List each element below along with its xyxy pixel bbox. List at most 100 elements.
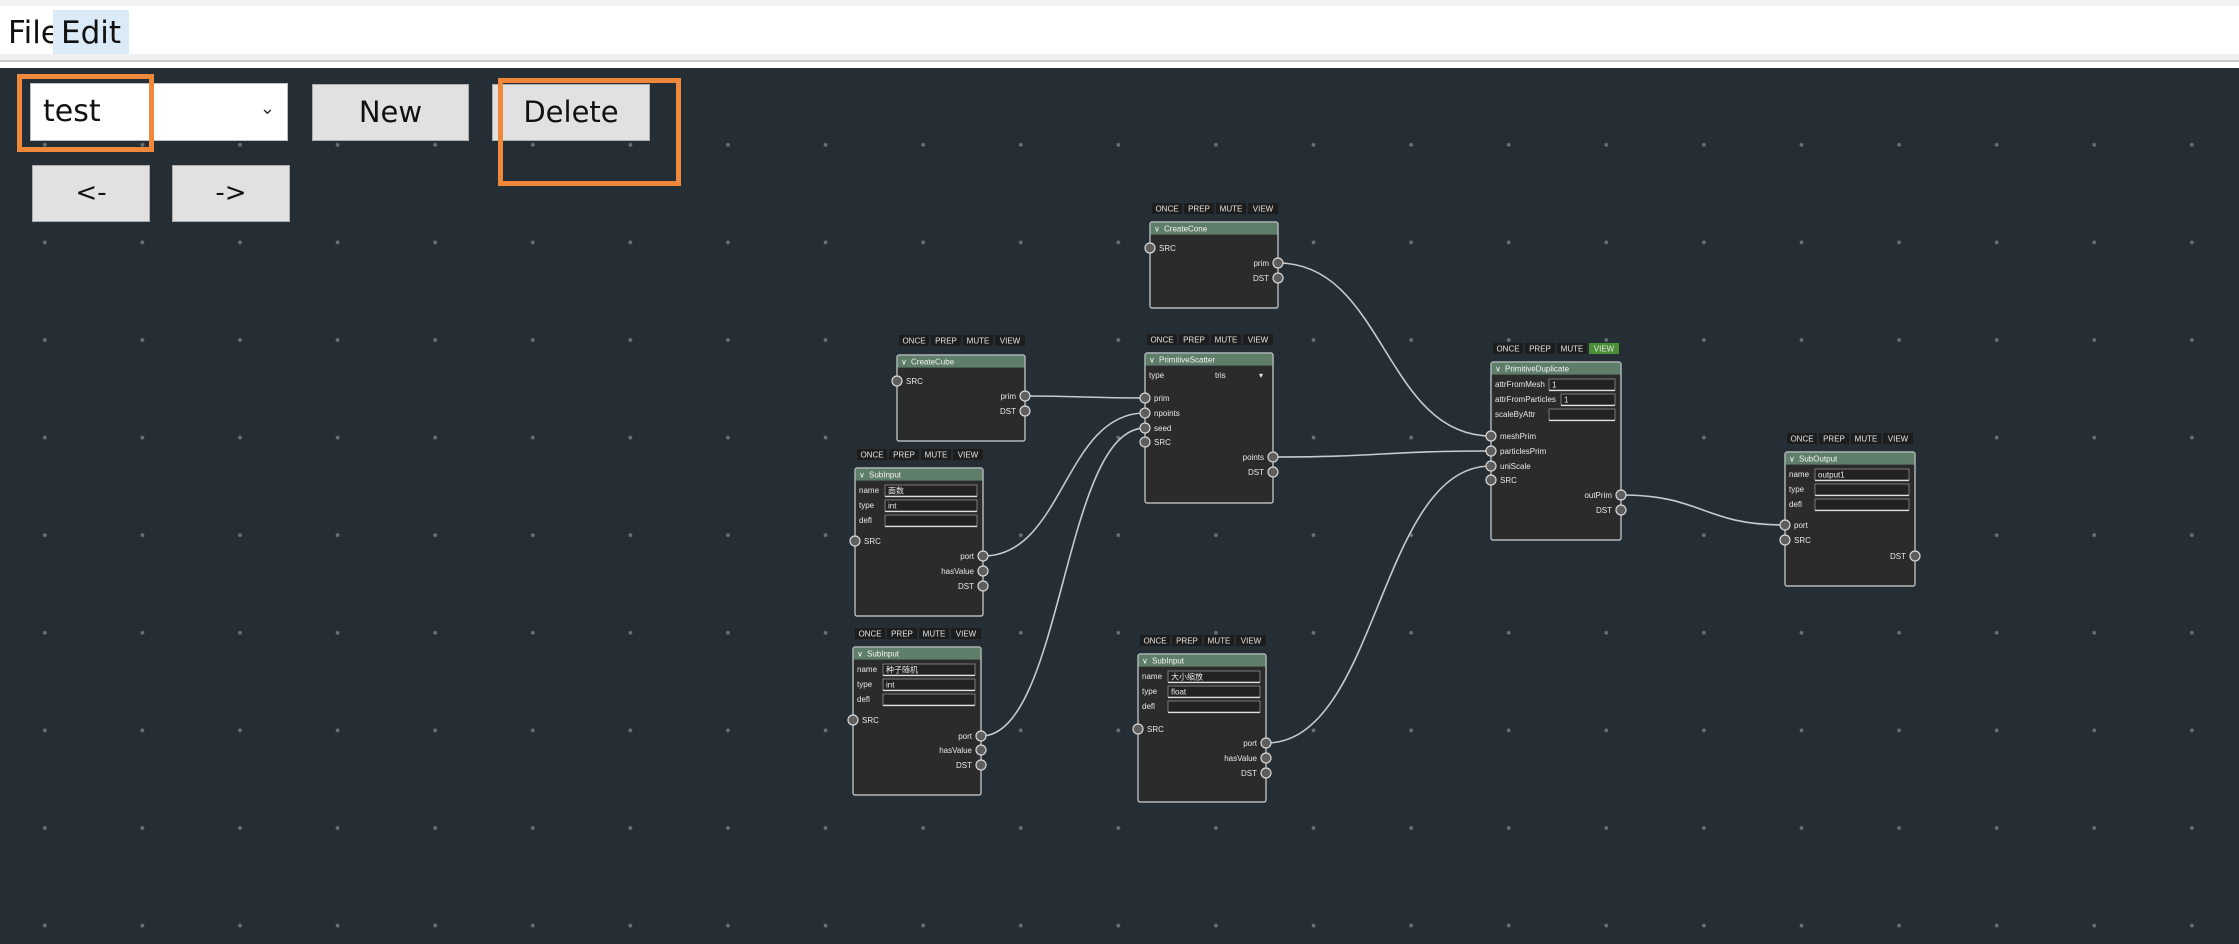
input-port-prim[interactable] <box>1139 392 1151 404</box>
connection-wire[interactable] <box>982 412 1146 557</box>
input-port-particlesprim[interactable] <box>1485 445 1497 457</box>
input-port-src[interactable] <box>1139 436 1151 448</box>
node-mute-button[interactable] <box>1557 343 1587 354</box>
chevron-down-icon[interactable]: ∨ <box>1495 365 1501 374</box>
node-view-button[interactable] <box>953 449 983 460</box>
output-port-dst[interactable] <box>977 580 989 592</box>
chevron-down-icon[interactable]: ∨ <box>1142 657 1148 666</box>
input-port-port[interactable] <box>1779 519 1791 531</box>
output-port-prim[interactable] <box>1019 390 1031 402</box>
node-prep-button[interactable] <box>1819 433 1849 444</box>
chevron-down-icon[interactable]: ∨ <box>859 471 865 480</box>
node-view-button[interactable] <box>951 628 981 639</box>
new-button[interactable]: New <box>312 84 469 141</box>
output-port-port[interactable] <box>975 730 987 742</box>
input-port-src[interactable] <box>891 375 903 387</box>
redo-button[interactable]: -> <box>172 165 290 222</box>
node-once-button[interactable] <box>1152 203 1182 214</box>
output-port-port[interactable] <box>977 550 989 562</box>
node-mute-button[interactable] <box>1216 203 1246 214</box>
output-port-hasvalue[interactable] <box>1260 752 1272 764</box>
input-port-src[interactable] <box>849 535 861 547</box>
output-port-dst[interactable] <box>975 759 987 771</box>
node-mute-button[interactable] <box>921 449 951 460</box>
field-input-type[interactable] <box>1814 483 1910 496</box>
output-port-dst[interactable] <box>1260 767 1272 779</box>
chevron-down-icon[interactable]: ∨ <box>857 650 863 659</box>
connection-wire[interactable] <box>1272 450 1492 458</box>
node-once-button[interactable] <box>1787 433 1817 444</box>
output-port-dst[interactable] <box>1615 504 1627 516</box>
node-mute-button[interactable] <box>1204 635 1234 646</box>
output-port-prim[interactable] <box>1272 257 1284 269</box>
field-input-defl[interactable] <box>882 693 976 706</box>
undo-button[interactable]: <- <box>32 165 150 222</box>
node-view-button[interactable] <box>1883 433 1913 444</box>
chevron-down-icon[interactable]: ∨ <box>901 358 907 367</box>
output-port-dst[interactable] <box>1267 466 1279 478</box>
output-port-dst[interactable] <box>1272 272 1284 284</box>
input-port-npoints[interactable] <box>1139 407 1151 419</box>
field-input-scalebyattr[interactable] <box>1548 408 1616 421</box>
graph-select[interactable]: test ⌄ <box>30 83 288 141</box>
menu-edit[interactable]: Edit <box>53 10 130 56</box>
node-mute-button[interactable] <box>1851 433 1881 444</box>
field-input-type[interactable] <box>882 678 976 691</box>
chevron-down-icon[interactable]: ∨ <box>1789 455 1795 464</box>
input-port-src[interactable] <box>1779 534 1791 546</box>
node-view-button[interactable] <box>1589 343 1619 354</box>
field-input-defl[interactable] <box>1167 700 1261 713</box>
connection-wire[interactable] <box>980 427 1146 737</box>
connection-wire[interactable] <box>1620 494 1786 526</box>
input-port-src[interactable] <box>1144 242 1156 254</box>
node-view-button[interactable] <box>1236 635 1266 646</box>
node-prep-button[interactable] <box>1179 334 1209 345</box>
node-prep-button[interactable] <box>1184 203 1214 214</box>
output-port-hasvalue[interactable] <box>977 565 989 577</box>
chevron-down-icon[interactable]: ∨ <box>1154 225 1160 234</box>
input-port-seed[interactable] <box>1139 422 1151 434</box>
node-mute-button[interactable] <box>919 628 949 639</box>
node-prep-button[interactable] <box>1172 635 1202 646</box>
chevron-down-icon[interactable]: ▾ <box>1259 371 1263 380</box>
field-input-defl[interactable] <box>1814 498 1910 511</box>
node-once-button[interactable] <box>855 628 885 639</box>
node-view-button[interactable] <box>1248 203 1278 214</box>
connection-wire[interactable] <box>1277 262 1492 437</box>
node-once-button[interactable] <box>1147 334 1177 345</box>
connection-wire[interactable] <box>1024 395 1146 399</box>
node-view-button[interactable] <box>995 335 1025 346</box>
node-mute-button[interactable] <box>963 335 993 346</box>
chevron-down-icon[interactable]: ∨ <box>1149 356 1155 365</box>
node-prep-button[interactable] <box>1525 343 1555 354</box>
output-port-points[interactable] <box>1267 451 1279 463</box>
delete-button[interactable]: Delete <box>492 84 650 141</box>
input-port-src[interactable] <box>1132 723 1144 735</box>
node-view-button[interactable] <box>1243 334 1273 345</box>
field-input-attrfrommesh[interactable] <box>1548 378 1616 391</box>
menu-file[interactable]: File <box>8 15 60 51</box>
node-once-button[interactable] <box>857 449 887 460</box>
node-once-button[interactable] <box>1493 343 1523 354</box>
connection-wire[interactable] <box>1265 465 1492 744</box>
output-port-dst[interactable] <box>1909 550 1921 562</box>
output-port-port[interactable] <box>1260 737 1272 749</box>
node-mute-button[interactable] <box>1211 334 1241 345</box>
field-input-defl[interactable] <box>884 514 978 527</box>
input-port-uniscale[interactable] <box>1485 460 1497 472</box>
node-prep-button[interactable] <box>889 449 919 460</box>
node-once-button[interactable] <box>899 335 929 346</box>
input-port-meshprim[interactable] <box>1485 430 1497 442</box>
input-port-src[interactable] <box>847 714 859 726</box>
input-port-src[interactable] <box>1485 474 1497 486</box>
output-port-hasvalue[interactable] <box>975 744 987 756</box>
field-input-attrfromparticles[interactable] <box>1560 393 1616 406</box>
